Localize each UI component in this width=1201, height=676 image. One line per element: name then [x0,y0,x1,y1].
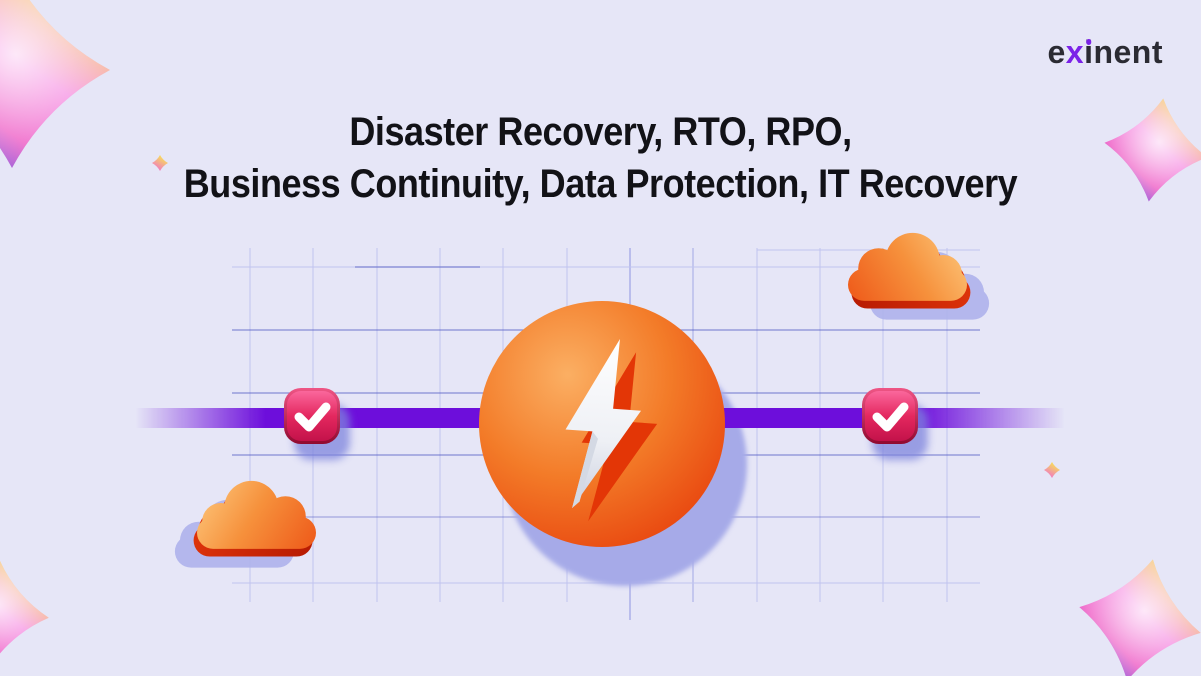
logo-part-e: e [1047,34,1066,70]
sparkle-tiny-right [1044,462,1060,478]
checkmark-badge-left [284,388,350,460]
title-line-2: Business Continuity, Data Protection, IT… [183,162,1018,206]
page-title: Disaster Recovery, RTO, RPO, Business Co… [0,106,1201,210]
title-line-1: Disaster Recovery, RTO, RPO, [349,110,852,154]
logo: exinent [1047,36,1163,68]
power-circle [479,301,725,547]
checkmark-badge-right [862,388,928,460]
sparkle-star-bottom-right [1066,546,1201,676]
logo-part-nent: nent [1093,34,1163,70]
lightning-bolt-icon [565,339,658,522]
logo-part-x: x [1065,34,1085,70]
cloud-icon-bottom-left [174,480,316,568]
cloud-icon-top-right [848,232,990,320]
sparkle-star-bottom-left [0,553,54,673]
logo-part-i: i [1084,34,1094,70]
